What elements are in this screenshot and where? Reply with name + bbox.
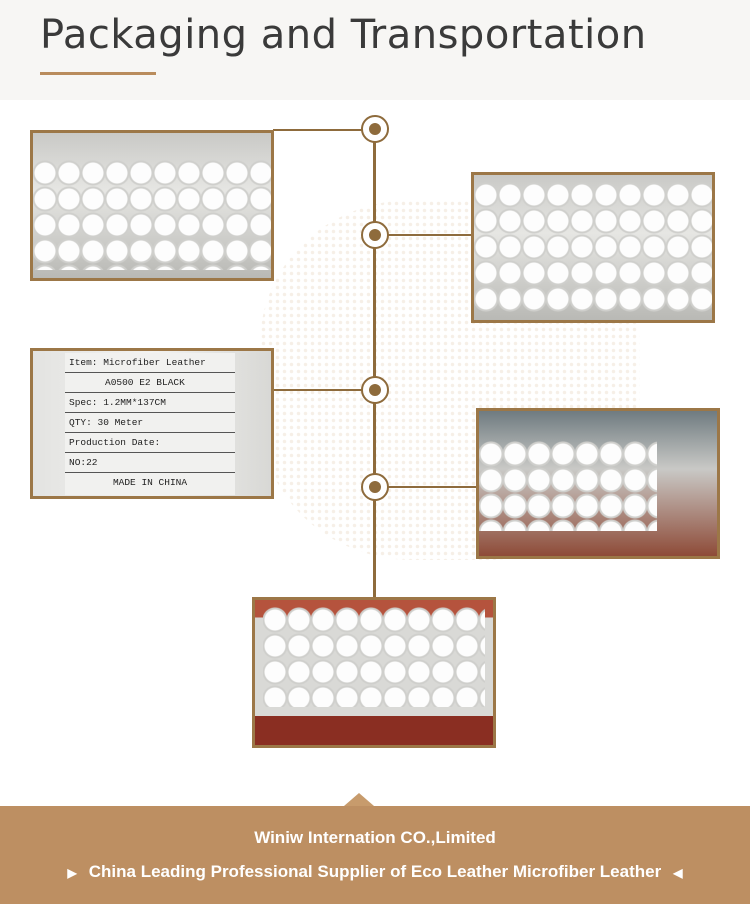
arrow-right-icon: ▶	[67, 866, 77, 880]
title-underline	[40, 72, 156, 75]
truck-photo	[252, 597, 496, 748]
tagline-row: ▶ China Leading Professional Supplier of …	[0, 862, 750, 882]
product-label: Item: Microfiber Leather A0500 E2 BLACK …	[65, 353, 235, 495]
connector	[376, 486, 476, 488]
timeline-node	[361, 376, 389, 404]
company-name: Winiw Internation CO.,Limited	[254, 828, 496, 847]
timeline-line	[373, 128, 376, 598]
footer-banner: Winiw Internation CO.,Limited ▶ China Lea…	[0, 806, 750, 904]
label-date: Production Date:	[65, 433, 235, 453]
loading-photo	[476, 408, 720, 559]
label-code: A0500 E2 BLACK	[65, 373, 235, 393]
label-origin: MADE IN CHINA	[112, 477, 188, 488]
footer-pointer	[344, 793, 374, 806]
stacked-rolls-photo	[471, 172, 715, 323]
connector	[376, 234, 472, 236]
label-spec: Spec: 1.2MM*137CM	[65, 393, 235, 413]
tagline: China Leading Professional Supplier of E…	[88, 862, 662, 881]
timeline-node	[361, 473, 389, 501]
connector	[273, 129, 373, 131]
timeline-node	[361, 115, 389, 143]
product-label-photo: Item: Microfiber Leather A0500 E2 BLACK …	[30, 348, 274, 499]
arrow-left-icon: ◀	[673, 866, 683, 880]
connector	[273, 389, 373, 391]
label-item: Item: Microfiber Leather	[65, 353, 235, 373]
label-qty: QTY: 30 Meter	[65, 413, 235, 433]
warehouse-photo	[30, 130, 274, 281]
header: Packaging and Transportation	[0, 0, 750, 100]
timeline-node	[361, 221, 389, 249]
page-title: Packaging and Transportation	[40, 12, 647, 58]
label-no: NO:22	[65, 453, 235, 473]
